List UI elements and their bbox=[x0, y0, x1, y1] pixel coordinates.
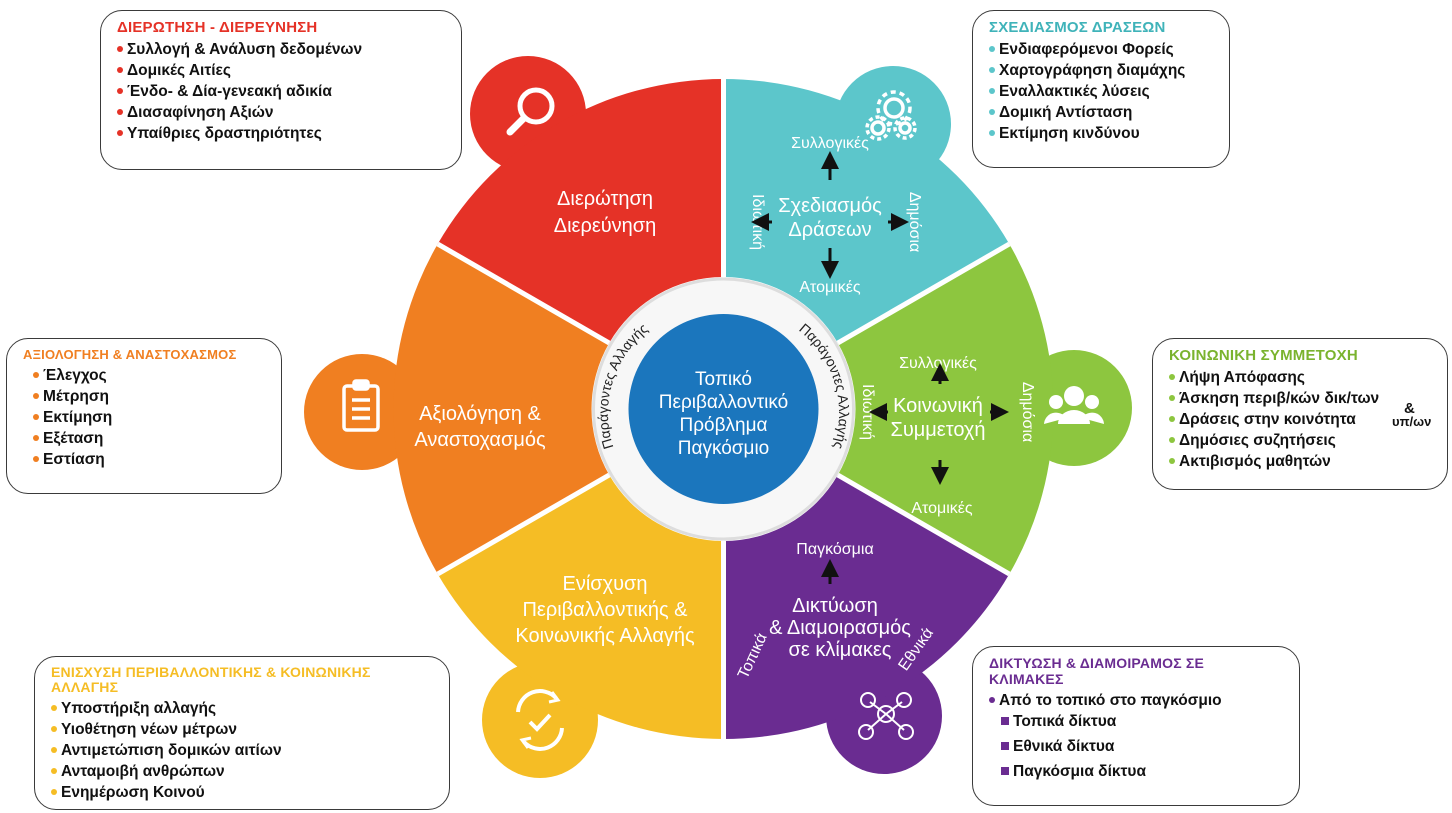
segment-separators bbox=[436, 79, 1011, 739]
inquiry-box: ΔΙΕΡΩΤΗΣΗ - ΔΙΕΡΕΥΝΗΣΗ Συλλογή & Ανάλυση… bbox=[100, 10, 462, 170]
planning-box-item: Δομική Αντίσταση bbox=[989, 102, 1217, 123]
reinforcement-box-item: Υποστήριξη αλλαγής bbox=[51, 698, 437, 719]
center-line: Πρόβλημα bbox=[679, 415, 767, 436]
participation-bottom-label: Ατομικές bbox=[911, 500, 973, 517]
direction-arrows bbox=[751, 151, 1009, 584]
planning-box: ΣΧΕΔΙΑΣΜΟΣ ΔΡΑΣΕΩΝ Ενδιαφερόμενοι Φορείς… bbox=[972, 10, 1230, 168]
magnifier-icon bbox=[506, 87, 555, 136]
center-line: Τοπικό bbox=[695, 369, 752, 390]
evaluation-label: Αναστοχασμός bbox=[414, 429, 546, 451]
reinforcement-box-item: Ανταμοιβή ανθρώπων bbox=[51, 761, 437, 782]
clipboard-icon bbox=[342, 379, 380, 432]
planning-box-title: ΣΧΕΔΙΑΣΜΟΣ ΔΡΑΣΕΩΝ bbox=[989, 19, 1166, 36]
reinforcement-label: Περιβαλλοντικής & bbox=[522, 599, 688, 621]
networking-top-label: Παγκόσμια bbox=[796, 541, 873, 558]
segment-evaluation[interactable] bbox=[393, 244, 610, 574]
participation-box-item: Άσκηση περιβ/κών δικ/των bbox=[1169, 388, 1435, 409]
inquiry-box-title: ΔΙΕΡΩΤΗΣΗ - ΔΙΕΡΕΥΝΗΣΗ bbox=[117, 19, 318, 36]
planning-label: Δράσεων bbox=[788, 219, 871, 241]
participation-label: Συμμετοχή bbox=[890, 419, 985, 441]
reinforcement-box: ΕΝΙΣΧΥΣΗ ΠΕΡΙΒΑΛΛΟΝΤΙΚΗΣ & ΚΟΙΝΩΝΙΚΗΣ ΑΛ… bbox=[34, 656, 450, 810]
evaluation-box-item: Εστίαση bbox=[33, 449, 269, 470]
segment-inquiry[interactable] bbox=[437, 79, 724, 343]
planning-label: Σχεδιασμός bbox=[778, 195, 882, 217]
inquiry-box-item: Δομικές Αιτίες bbox=[117, 60, 449, 81]
center-line: Παγκόσμιο bbox=[678, 438, 770, 459]
reinforcement-box-item: Υιοθέτηση νέων μέτρων bbox=[51, 719, 437, 740]
evaluation-box-item: Έλεγχος bbox=[33, 365, 269, 386]
inquiry-label: Διερώτηση bbox=[557, 188, 653, 210]
participation-box-item: Δημόσιες συζητήσεις bbox=[1169, 430, 1435, 451]
networking-box: ΔΙΚΤΥΩΣΗ & ΔΙΑΜΟΙΡΑΜΟΣ ΣΕ ΚΛΙΜΑΚΕΣ Από τ… bbox=[972, 646, 1300, 806]
segment-planning[interactable] bbox=[723, 79, 1010, 343]
segment-networking[interactable] bbox=[723, 475, 1010, 739]
evaluation-box-item: Εξέταση bbox=[33, 428, 269, 449]
inquiry-box-item: Διασαφίνηση Αξιών bbox=[117, 102, 449, 123]
networking-box-item: Εθνικά δίκτυα bbox=[989, 736, 1287, 757]
planning-box-item: Εναλλακτικές λύσεις bbox=[989, 81, 1217, 102]
planning-box-item: Χαρτογράφηση διαμάχης bbox=[989, 60, 1217, 81]
people-icon bbox=[1044, 386, 1104, 424]
center-text: Τοπικό Περιβαλλοντικό Πρόβλημα Παγκόσμιο bbox=[659, 369, 788, 459]
participation-box: ΚΟΙΝΩΝΙΚΗ ΣΥΜΜΕΤΟΧΗ Λήψη Απόφασης Άσκηση… bbox=[1152, 338, 1448, 490]
participation-left-label: Ιδιωτική bbox=[859, 384, 876, 440]
planning-bottom-label: Ατομικές bbox=[799, 279, 861, 296]
evaluation-box: ΑΞΙΟΛΟΓΗΣΗ & ΑΝΑΣΤΟΧΑΣΜΟΣ Έλεγχος Μέτρησ… bbox=[6, 338, 282, 494]
networking-box-title: ΔΙΚΤΥΩΣΗ & ΔΙΑΜΟΙΡΑΜΟΣ ΣΕ ΚΛΙΜΑΚΕΣ bbox=[989, 655, 1205, 687]
center-circle bbox=[628, 314, 819, 504]
reinforcement-box-item: Ενημέρωση Κοινού bbox=[51, 782, 437, 803]
segment-reinforcement[interactable] bbox=[437, 475, 724, 740]
networking-label: Δικτύωση bbox=[792, 595, 878, 617]
networking-box-item: Παγκόσμια δίκτυα bbox=[989, 761, 1287, 782]
participation-box-item: Δράσεις στην κοινότητα bbox=[1169, 409, 1435, 430]
evaluation-box-item: Εκτίμηση bbox=[33, 407, 269, 428]
participation-label: Κοινωνική bbox=[893, 395, 983, 417]
participation-box-item: Ακτιβισμός μαθητών bbox=[1169, 451, 1435, 472]
reinforcement-box-title: ΕΝΙΣΧΥΣΗ ΠΕΡΙΒΑΛΛΟΝΤΙΚΗΣ & ΚΟΙΝΩΝΙΚΗΣ ΑΛ… bbox=[51, 664, 371, 695]
planning-box-item: Ενδιαφερόμενοι Φορείς bbox=[989, 39, 1217, 60]
evaluation-box-title: ΑΞΙΟΛΟΓΗΣΗ & ΑΝΑΣΤΟΧΑΣΜΟΣ bbox=[23, 347, 237, 362]
refresh-check-icon bbox=[516, 689, 564, 751]
networking-label: & Διαμοιρασμός bbox=[769, 617, 911, 639]
inquiry-box-item: Ένδο- & Δία-γενεακή αδικία bbox=[117, 81, 449, 102]
participation-box-extra: υπ/ων bbox=[1392, 414, 1432, 429]
participation-box-amp: & bbox=[1404, 400, 1415, 417]
participation-box-item: Λήψη Απόφασης bbox=[1169, 367, 1435, 388]
participation-right-label: Δημόσια bbox=[1019, 382, 1036, 442]
center-line: Περιβαλλοντικό bbox=[659, 392, 788, 413]
gears-icon bbox=[865, 90, 917, 141]
inquiry-label: Διερεύνηση bbox=[554, 215, 657, 237]
participation-top-label: Συλλογικές bbox=[899, 355, 977, 372]
reinforcement-box-item: Αντιμετώπιση δομικών αιτίων bbox=[51, 740, 437, 761]
inquiry-box-item: Συλλογή & Ανάλυση δεδομένων bbox=[117, 39, 449, 60]
evaluation-label: Αξιολόγηση & bbox=[419, 403, 541, 425]
networking-box-lead: Από το τοπικό στο παγκόσμιο bbox=[989, 690, 1287, 711]
segment-participation[interactable] bbox=[837, 244, 1054, 574]
networking-box-item: Τοπικά δίκτυα bbox=[989, 711, 1287, 732]
planning-right-label: Δημόσια bbox=[906, 192, 923, 252]
inquiry-box-item: Υπαίθριες δραστηριότητες bbox=[117, 123, 449, 144]
planning-box-item: Εκτίμηση κινδύνου bbox=[989, 123, 1217, 144]
networking-label: σε κλίμακες bbox=[789, 639, 892, 661]
evaluation-box-item: Μέτρηση bbox=[33, 386, 269, 407]
reinforcement-label: Κοινωνικής Αλλαγής bbox=[515, 625, 695, 647]
reinforcement-label: Ενίσχυση bbox=[562, 573, 647, 595]
planning-top-label: Συλλογικές bbox=[791, 135, 869, 152]
clipboard-icon-badge bbox=[304, 354, 420, 470]
network-icon bbox=[858, 692, 914, 740]
participation-box-title: ΚΟΙΝΩΝΙΚΗ ΣΥΜΜΕΤΟΧΗ bbox=[1169, 347, 1358, 364]
